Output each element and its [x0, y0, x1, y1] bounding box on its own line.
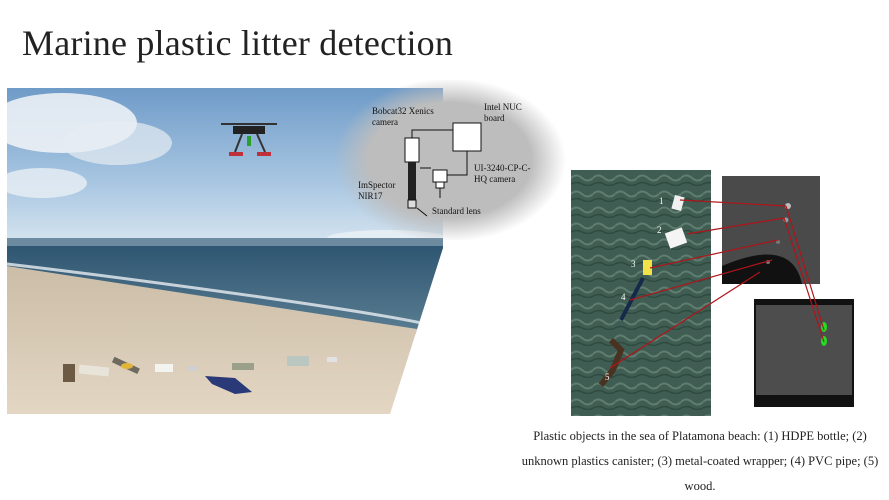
sea-marker-2: 2 — [657, 225, 662, 235]
sea-aerial-image: 1 2 3 4 5 — [571, 170, 711, 416]
hardware-schematic — [335, 80, 565, 240]
bobcat-camera-label: Bobcat32 Xenics camera — [372, 106, 434, 127]
sea-marker-5: 5 — [605, 372, 610, 382]
intel-nuc-label: Intel NUC board — [484, 102, 522, 123]
standard-lens-label: Standard lens — [432, 206, 481, 216]
thermal-image-top — [722, 176, 820, 284]
slide-title: Marine plastic litter detection — [22, 23, 454, 63]
imspector-label: ImSpector NIR17 — [358, 180, 396, 201]
drone-icon — [221, 123, 277, 156]
thermal-image-bottom — [754, 299, 854, 407]
sea-marker-1: 1 — [659, 196, 664, 206]
sea-marker-3: 3 — [631, 259, 636, 269]
ui-camera-label: UI-3240-CP-C-HQ camera — [474, 163, 531, 184]
figure-caption: Plastic objects in the sea of Platamona … — [521, 429, 879, 493]
sea-marker-4: 4 — [621, 292, 626, 302]
